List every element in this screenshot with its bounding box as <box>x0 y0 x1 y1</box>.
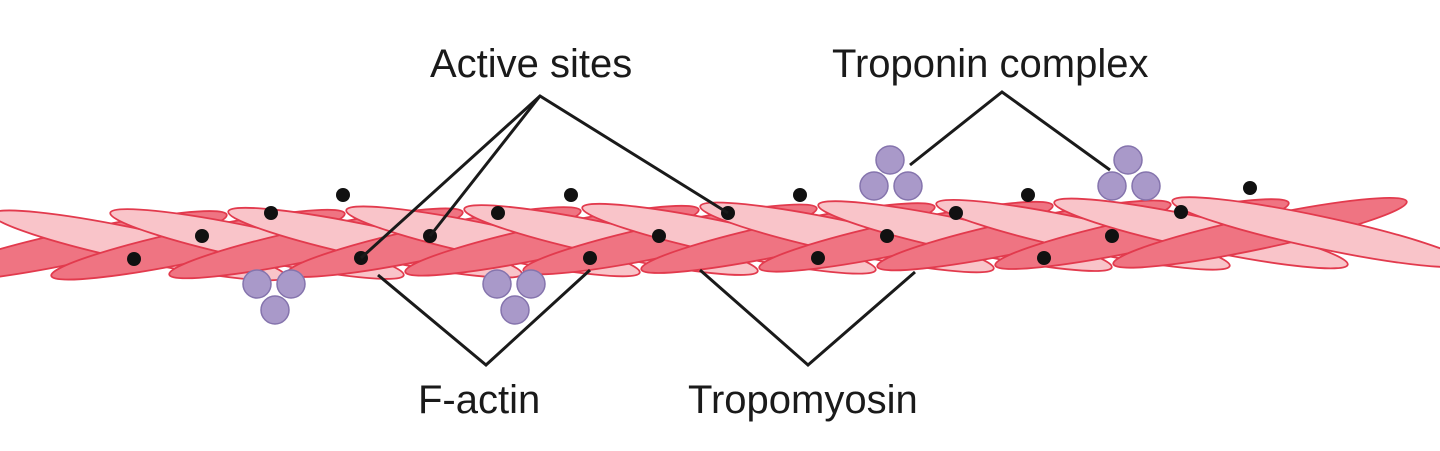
troponin-bead <box>516 269 546 299</box>
troponin-bead <box>893 171 923 201</box>
active-site-dot <box>1243 181 1257 195</box>
leader-tropomyosin <box>699 268 916 367</box>
label-f-actin: F-actin <box>418 378 541 422</box>
troponin-bead <box>242 269 272 299</box>
active-site-dot <box>1021 188 1035 202</box>
active-site-dot <box>264 206 278 220</box>
troponin-bead <box>260 295 290 325</box>
troponin-bead <box>1131 171 1161 201</box>
actin-strand-light-segment <box>1171 196 1440 268</box>
active-site-dot <box>949 206 963 220</box>
troponin-bead <box>500 295 530 325</box>
active-site-dot <box>583 251 597 265</box>
troponin-bead <box>1113 145 1143 175</box>
troponin-complex <box>1097 145 1161 201</box>
label-troponin-complex: Troponin complex <box>832 42 1149 86</box>
active-site-dot <box>811 251 825 265</box>
active-site-dot <box>1037 251 1051 265</box>
troponin-complexes <box>242 145 1161 325</box>
active-site-dot <box>793 188 807 202</box>
active-site-dot <box>880 229 894 243</box>
troponin-bead <box>859 171 889 201</box>
leader-troponin-complex <box>909 90 1111 172</box>
label-active-sites: Active sites <box>430 42 633 86</box>
troponin-bead <box>1097 171 1127 201</box>
troponin-bead <box>875 145 905 175</box>
troponin-bead <box>482 269 512 299</box>
active-site-dot <box>336 188 350 202</box>
label-tropomyosin: Tropomyosin <box>688 378 918 422</box>
troponin-complex <box>859 145 923 201</box>
troponin-complex <box>242 269 306 325</box>
troponin-complex <box>482 269 546 325</box>
troponin-bead <box>276 269 306 299</box>
leader-lines <box>359 90 1111 367</box>
leader-active-sites-inner <box>428 95 542 237</box>
active-site-dot <box>127 252 141 266</box>
active-site-dot <box>652 229 666 243</box>
active-sites-dots <box>127 181 1257 266</box>
active-site-dot <box>564 188 578 202</box>
active-site-dot <box>1105 229 1119 243</box>
leader-f-actin <box>377 268 592 367</box>
active-site-dot <box>491 206 505 220</box>
active-site-dot <box>1174 205 1188 219</box>
active-site-dot <box>195 229 209 243</box>
actin-strands <box>0 196 1440 282</box>
